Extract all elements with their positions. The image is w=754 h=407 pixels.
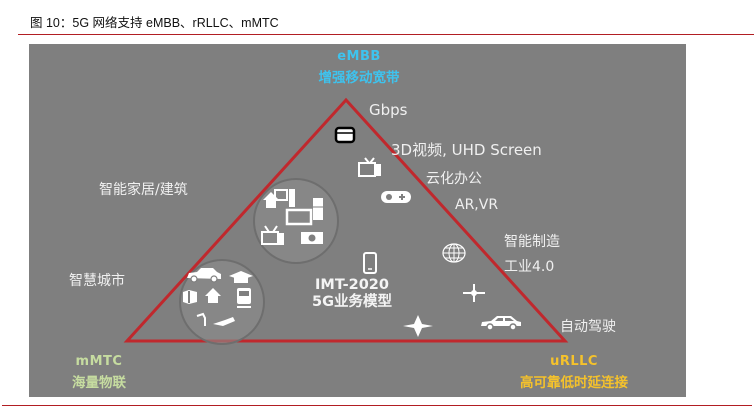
drone-icon [463,284,485,302]
smart-manufacturing-label: 智能制造 [504,234,560,250]
triangle-outline [123,97,569,343]
tv-icon [358,157,381,177]
mmtc-label: mMTC [75,354,123,369]
phone-icon [363,252,377,274]
embb-desc: 增强移动宽带 [318,70,400,86]
video-label: 3D视频, UHD Screen [391,141,542,159]
globe-icon [442,243,466,263]
diagram-panel: eMBB 增强移动宽带 mMTC 海量物联 uRLLC 高可靠低时延连接 Gbp… [29,44,686,397]
top-rule [18,34,754,35]
smart-city-label: 智慧城市 [69,273,125,289]
center-title-line2: 5G业务模型 [312,294,392,310]
cloud-office-label: 云化办公 [426,171,482,187]
storage-icon [334,126,356,144]
smart-home-cluster [253,178,339,264]
smart-home-icons [261,189,323,245]
bottom-rule [2,405,752,406]
smart-city-icons [183,268,253,326]
ar-vr-label: AR,VR [455,197,499,213]
urllc-label: uRLLC [550,354,598,369]
embb-label: eMBB [337,49,381,64]
car-icon [481,316,521,330]
autonomous-driving-label: 自动驾驶 [560,319,616,335]
center-title-line1: IMT-2020 [315,277,389,293]
industry-label: 工业4.0 [504,259,555,275]
smart-home-label: 智能家居/建筑 [99,182,188,198]
gbps-label: Gbps [369,101,408,119]
urllc-desc: 高可靠低时延连接 [520,375,628,391]
gamepad-icon [381,191,411,203]
figure-caption: 图 10：5G 网络支持 eMBB、rRLLC、mMTC [30,16,279,30]
mmtc-desc: 海量物联 [72,375,126,391]
plane-icon [403,315,433,337]
